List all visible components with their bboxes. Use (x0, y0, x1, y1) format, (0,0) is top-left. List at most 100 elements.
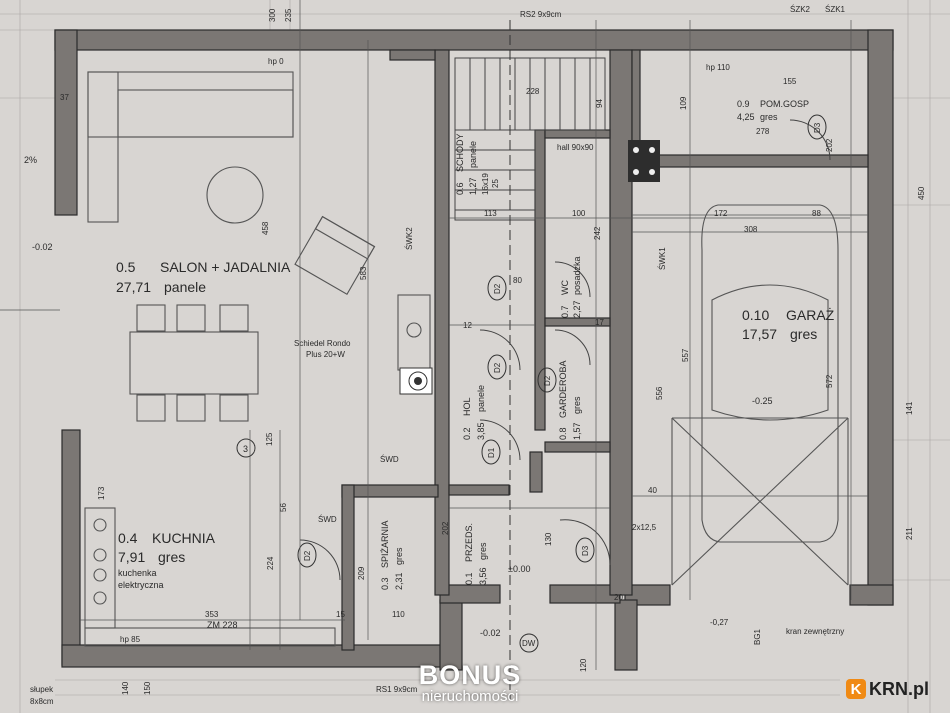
door-marker-4: D2 (487, 354, 507, 380)
slope-label: 2% (24, 155, 37, 165)
svg-text:556: 556 (655, 386, 664, 400)
svg-text:25: 25 (491, 179, 500, 188)
svg-text:235: 235 (284, 8, 293, 22)
swk1-label: ŚWK1 (658, 247, 667, 270)
svg-text:DW: DW (522, 639, 536, 648)
swd-label-1: ŚWD (318, 515, 337, 524)
door-swings (299, 119, 831, 581)
svg-text:0.8: 0.8 (558, 427, 568, 440)
level-label-3: ±0.00 (508, 564, 530, 574)
svg-text:17,57: 17,57 (742, 326, 777, 342)
room-label-garderoba: 0.8 GARDEROBA 1,57 gres (558, 360, 582, 440)
svg-text:125: 125 (265, 432, 274, 446)
svg-text:0.9: 0.9 (737, 99, 750, 109)
svg-text:KUCHNIA: KUCHNIA (152, 530, 216, 546)
room-label-wc: 0.7 WC 2,27 posadzka (560, 256, 582, 318)
room-label-salon: 0.5 SALON + JADALNIA 27,71 panele (116, 259, 291, 295)
svg-text:278: 278 (756, 127, 770, 136)
svg-text:209: 209 (357, 566, 366, 580)
svg-text:109: 109 (679, 96, 688, 110)
svg-text:SALON + JADALNIA: SALON + JADALNIA (160, 259, 291, 275)
hp85-label: hp 85 (120, 635, 141, 644)
svg-text:SPIŻARNIA: SPIŻARNIA (380, 520, 390, 568)
door-marker-3: D2 (487, 275, 507, 301)
svg-text:gres: gres (572, 396, 582, 414)
svg-text:130: 130 (544, 532, 553, 546)
svg-text:1,57: 1,57 (572, 422, 582, 440)
svg-text:173: 173 (97, 486, 106, 500)
svg-text:HOL: HOL (462, 397, 472, 416)
swk2-label: ŚWK2 (405, 227, 414, 250)
svg-text:7,91: 7,91 (118, 549, 145, 565)
post-size-label: 8x8cm (30, 697, 54, 706)
svg-text:202: 202 (825, 138, 834, 152)
dimension-lines (0, 0, 868, 670)
svg-text:D2: D2 (493, 283, 502, 294)
svg-text:0.10: 0.10 (742, 307, 769, 323)
svg-text:56: 56 (279, 503, 288, 512)
svg-text:172: 172 (714, 209, 728, 218)
svg-text:40: 40 (648, 486, 657, 495)
svg-text:panele: panele (164, 279, 206, 295)
svg-text:155: 155 (783, 77, 797, 86)
svg-text:D1: D1 (487, 447, 496, 458)
svg-text:110: 110 (392, 610, 405, 619)
svg-text:88: 88 (812, 209, 821, 218)
svg-text:D2: D2 (493, 362, 502, 373)
svg-text:0.2: 0.2 (462, 427, 472, 440)
dw-marker: DW (519, 633, 539, 653)
svg-text:D2: D2 (303, 550, 312, 561)
svg-text:242: 242 (593, 226, 602, 240)
svg-text:300: 300 (268, 8, 277, 22)
svg-text:elektryczna: elektryczna (118, 580, 164, 590)
svg-text:gres: gres (790, 326, 817, 342)
door-marker-7: D3 (575, 537, 595, 563)
svg-text:4,25: 4,25 (737, 112, 755, 122)
rs2-label: RS2 9x9cm (520, 10, 562, 19)
room-label-spizarnia: 0.3 SPIŻARNIA 2,31 gres (380, 520, 404, 590)
svg-text:80: 80 (513, 276, 522, 285)
hall-note: hall 90x90 (557, 143, 594, 152)
svg-text:D3: D3 (813, 122, 822, 133)
dimension-numbers: 300 235 37 458 583 228 94 113 100 242 15… (60, 8, 926, 695)
svg-text:POM.GOSP: POM.GOSP (760, 99, 809, 109)
door-marker-1: D3 (807, 114, 827, 140)
bg1-label: BG1 (753, 628, 762, 645)
room-label-hol: 0.2 HOL 3,85 panele (462, 385, 486, 440)
staircase (454, 57, 606, 221)
svg-text:37: 37 (60, 93, 69, 102)
svg-text:557: 557 (681, 348, 690, 362)
svg-text:308: 308 (744, 225, 758, 234)
door-marker-5: D1 (481, 439, 501, 465)
svg-text:16x19: 16x19 (481, 173, 490, 195)
room-label-pomgosp: 0.9 POM.GOSP 4,25 gres (737, 99, 809, 122)
svg-text:0.1: 0.1 (464, 572, 474, 585)
svg-text:gres: gres (760, 112, 778, 122)
svg-text:3,85: 3,85 (476, 422, 486, 440)
exterior-walls (54, 29, 894, 671)
svg-text:3: 3 (243, 444, 248, 454)
svg-text:PRZEDS.: PRZEDS. (464, 523, 474, 562)
section-marker-3: 3 (236, 438, 256, 458)
svg-text:D2: D2 (543, 375, 552, 386)
svg-text:120: 120 (579, 658, 588, 672)
stove-chimney-symbol (399, 367, 433, 395)
svg-text:450: 450 (917, 186, 926, 200)
svg-text:gres: gres (158, 549, 185, 565)
svg-text:17: 17 (595, 318, 604, 327)
level-label-4: -0.02 (480, 628, 501, 638)
svg-text:gres: gres (478, 542, 488, 560)
door-marker-2: D2 (297, 542, 317, 568)
svg-text:2,31: 2,31 (394, 572, 404, 590)
zm-label: ZM 228 (207, 620, 238, 630)
door-marker-6: D2 (537, 367, 557, 393)
room-label-garaz: 0.10 GARAŻ 17,57 gres (742, 306, 835, 342)
svg-text:0.5: 0.5 (116, 259, 136, 275)
svg-text:228: 228 (526, 87, 540, 96)
svg-text:0.4: 0.4 (118, 530, 138, 546)
rs1-label: RS1 9x9cm (376, 685, 418, 694)
svg-text:kuchenka: kuchenka (118, 568, 157, 578)
svg-text:2,27: 2,27 (572, 300, 582, 318)
boiler-unit (628, 140, 660, 182)
